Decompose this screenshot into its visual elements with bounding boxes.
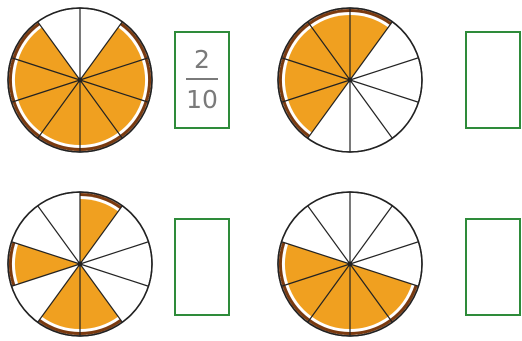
orange-fraction-picture xyxy=(6,6,154,154)
fraction-answer-box[interactable]: 2 10 xyxy=(174,31,230,129)
fraction-numerator: 2 xyxy=(176,47,228,72)
orange-fraction-picture xyxy=(276,190,424,338)
orange-fraction-picture xyxy=(6,190,154,338)
fraction-bar xyxy=(186,78,218,80)
fraction-answer-box[interactable] xyxy=(465,31,521,129)
fraction-denominator: 10 xyxy=(176,87,228,112)
fraction-answer-box[interactable] xyxy=(174,218,230,316)
fraction-answer-box[interactable] xyxy=(465,218,521,316)
orange-fraction-picture xyxy=(276,6,424,154)
